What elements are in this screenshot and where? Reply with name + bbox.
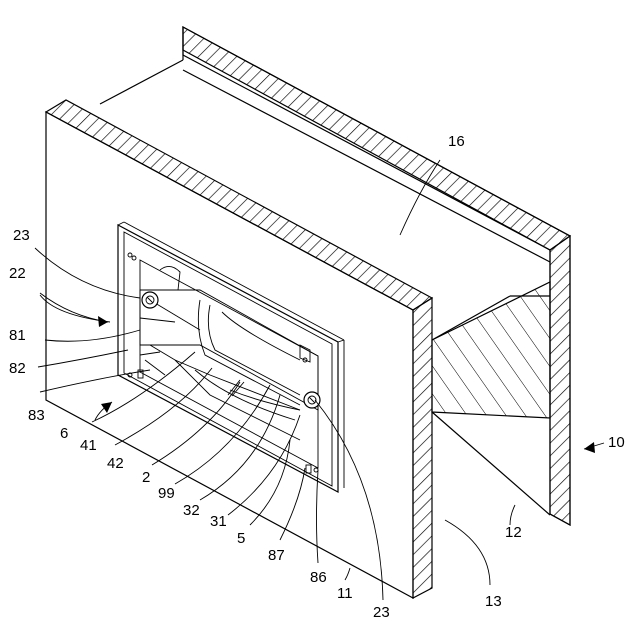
label-82: 82	[9, 360, 26, 377]
label-41: 41	[80, 437, 97, 454]
label-31: 31	[210, 513, 227, 530]
label-87: 87	[268, 547, 285, 564]
connecting-body	[432, 282, 550, 515]
label-86: 86	[310, 569, 327, 586]
arrow-10-head	[584, 442, 595, 453]
label-42: 42	[107, 455, 124, 472]
screw-upper-left	[142, 292, 158, 308]
label-6: 6	[60, 425, 68, 442]
label-22: 22	[9, 265, 26, 282]
label-12: 12	[505, 524, 522, 541]
label-10: 10	[608, 434, 625, 451]
label-81: 81	[9, 327, 26, 344]
back-wall-side-edge	[550, 236, 570, 525]
label-11: 11	[337, 585, 353, 602]
label-23-lower: 23	[373, 604, 390, 621]
label-5: 5	[237, 530, 245, 547]
label-2: 2	[142, 469, 150, 486]
label-16: 16	[448, 133, 465, 150]
label-23-upper: 23	[13, 227, 30, 244]
screw-lower-right	[304, 392, 320, 408]
label-83: 83	[28, 407, 45, 424]
label-99: 99	[158, 485, 175, 502]
front-wall-side-edge	[413, 298, 432, 598]
label-13: 13	[485, 593, 502, 610]
label-32: 32	[183, 502, 200, 519]
